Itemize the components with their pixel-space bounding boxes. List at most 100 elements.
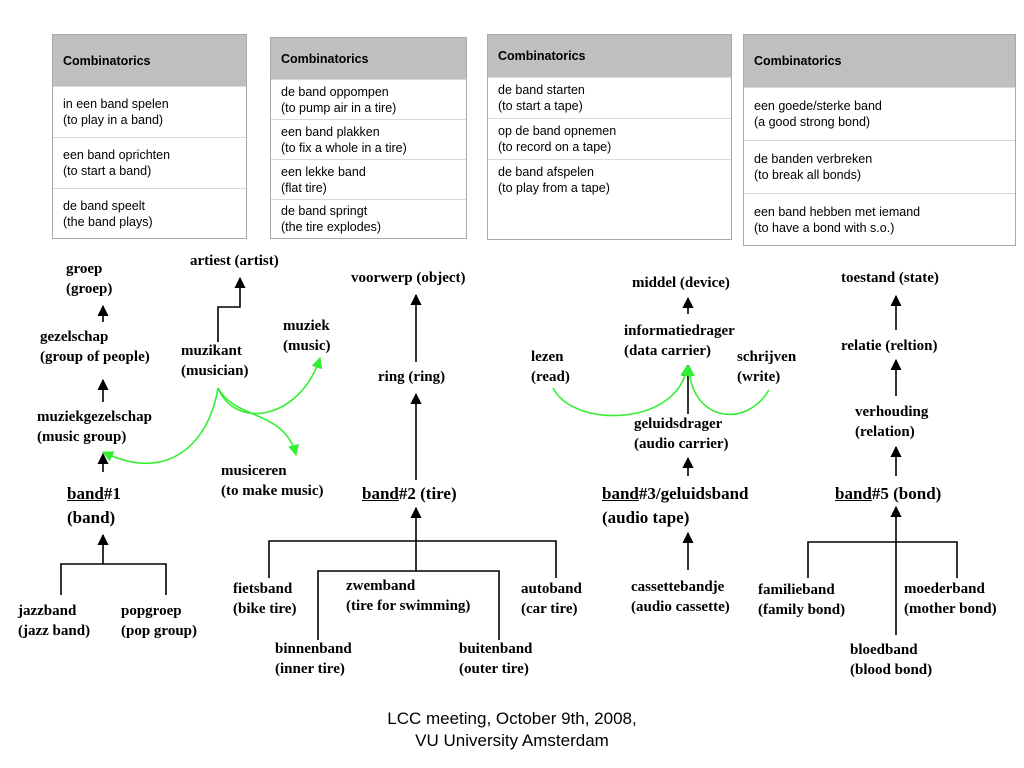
row-english: (to play from a tape) (498, 181, 610, 195)
row-dutch: de band springt (281, 204, 368, 218)
band3-gloss: (audio tape) (602, 508, 690, 527)
node-word: geluidsdrager (634, 416, 723, 432)
row-dutch: een band hebben met iemand (754, 204, 921, 219)
node-word: popgroep (121, 603, 182, 619)
node-word: muziekgezelschap (37, 409, 152, 425)
footer-line-1: LCC meeting, October 9th, 2008, (387, 709, 637, 728)
row-dutch: op de band opnemen (498, 124, 617, 138)
band2-suffix: #2 (tire) (398, 484, 457, 503)
node-word: fietsband (233, 581, 293, 597)
node-word: schrijven (737, 349, 797, 365)
table-header: Combinatorics (744, 35, 1015, 87)
node-middel: middel (device) (632, 273, 730, 293)
table-row: de banden verbreken(to break all bonds) (744, 140, 1015, 193)
node-band5: band#5 (bond) (835, 482, 941, 506)
row-english: (to pump air in a tire) (281, 100, 397, 115)
assoc-muzikant-musiceren (217, 387, 300, 457)
assoc-lezen-informatiedrager (552, 364, 692, 417)
row-dutch: een band plakken (281, 124, 380, 139)
node-band3: band#3/geluidsband (audio tape) (602, 482, 748, 530)
node-word: voorwerp (object) (351, 270, 466, 286)
node-word: muzikant (181, 343, 242, 359)
node-informatiedrager: informatiedrager(data carrier) (624, 321, 735, 361)
edge-artiest-to-muzikant (217, 276, 246, 342)
node-relatie: relatie (reltion) (841, 336, 938, 356)
band5-suffix: #5 (bond) (871, 484, 942, 503)
row-english: (the tire explodes) (281, 220, 382, 234)
row-english: (to fix a whole in a tire) (281, 140, 407, 155)
node-word: lezen (531, 349, 564, 365)
footer-line-2: VU University Amsterdam (415, 731, 609, 750)
band3-suffix: #3/geluidsband (638, 484, 749, 503)
node-word: autoband (521, 581, 582, 597)
node-gloss: (jazz band) (18, 623, 91, 639)
row-dutch: de band speelt (63, 198, 146, 213)
table-row: de band starten(to start a tape) (488, 77, 731, 118)
node-autoband: autoband (car tire) (521, 579, 582, 619)
edge-fiets-auto-bracket (268, 540, 557, 578)
row-dutch: de band oppompen (281, 84, 389, 99)
node-gloss: (data carrier) (624, 343, 712, 359)
edge-familie-moeder-bracket (807, 541, 958, 578)
node-binnenband: binnenband (inner tire) (275, 639, 352, 679)
node-jazzband: jazzband(jazz band) (18, 601, 90, 641)
row-dutch: in een band spelen (63, 97, 169, 111)
row-dutch: een band oprichten (63, 148, 171, 162)
node-gloss: (audio carrier) (634, 436, 729, 452)
row-dutch: de band starten (498, 83, 585, 97)
row-dutch: de banden verbreken (754, 152, 873, 166)
node-popgroep: popgroep (pop group) (121, 601, 197, 641)
node-schrijven: schrijven(write) (737, 347, 796, 387)
node-gezelschap: gezelschap(group of people) (40, 327, 150, 367)
table-header: Combinatorics (53, 35, 246, 86)
node-word: groep (66, 261, 103, 277)
node-muziek: muziek(music) (283, 316, 331, 356)
table-row: een goede/sterke band (a good strong bond… (744, 87, 1015, 140)
table-row: de band springt (the tire explodes) (271, 199, 466, 238)
node-band1: band#1(band) (67, 482, 121, 530)
table-row: op de band opnemen(to record on a tape) (488, 118, 731, 159)
node-gloss: (family bond) (758, 602, 846, 618)
node-gloss: (bike tire) (233, 601, 297, 617)
node-gloss: (blood bond) (850, 662, 933, 678)
node-gloss: (inner tire) (275, 661, 345, 677)
node-voorwerp: voorwerp (object) (351, 268, 466, 288)
node-bloedband: bloedband(blood bond) (850, 640, 932, 680)
row-english: (the band plays) (63, 214, 153, 229)
row-english: (flat tire) (281, 180, 327, 195)
node-gloss: (musician) (181, 363, 249, 379)
node-buitenband: buitenband (outer tire) (459, 639, 532, 679)
band5-word: band (835, 484, 872, 503)
node-word: musiceren (221, 463, 287, 479)
edge-binnen-buiten-bracket (317, 570, 500, 640)
band3-word: band (602, 484, 639, 503)
table-row: een band oprichten(to start a band) (53, 137, 246, 188)
node-muziekgezelschap: muziekgezelschap (music group) (37, 407, 152, 447)
node-word: buitenband (459, 641, 533, 657)
row-english: (a good strong bond) (754, 115, 871, 129)
table-header: Combinatorics (271, 38, 466, 79)
row-english: (to play in a band) (63, 113, 164, 127)
edge-jazz-pop-bracket (60, 563, 167, 595)
node-word: binnenband (275, 641, 352, 657)
node-ring: ring (ring) (378, 367, 445, 387)
node-word: familieband (758, 582, 835, 598)
node-gloss: (music group) (37, 429, 127, 445)
assoc-schrijven-informatiedrager (683, 364, 770, 416)
table-row: de band afspelen(to play from a tape) (488, 159, 731, 200)
node-muzikant: muzikant (musician) (181, 341, 249, 381)
node-gloss: (outer tire) (459, 661, 529, 677)
node-word: zwemband (346, 578, 416, 594)
node-word: middel (device) (632, 275, 730, 291)
node-gloss: (read) (531, 369, 570, 385)
node-gloss: (pop group) (121, 623, 197, 639)
node-gloss: (relation) (855, 424, 915, 440)
table-row: een band plakken(to fix a whole in a tir… (271, 119, 466, 159)
node-gloss: (car tire) (521, 601, 578, 617)
combinatorics-table-band1: Combinatorics in een band spelen (to play… (52, 34, 247, 239)
row-dutch: een goede/sterke band (754, 99, 882, 113)
assoc-muzikant-muziek (217, 356, 323, 415)
row-english: (to have a bond with s.o.) (754, 220, 895, 235)
node-gloss: (mother bond) (904, 601, 997, 617)
